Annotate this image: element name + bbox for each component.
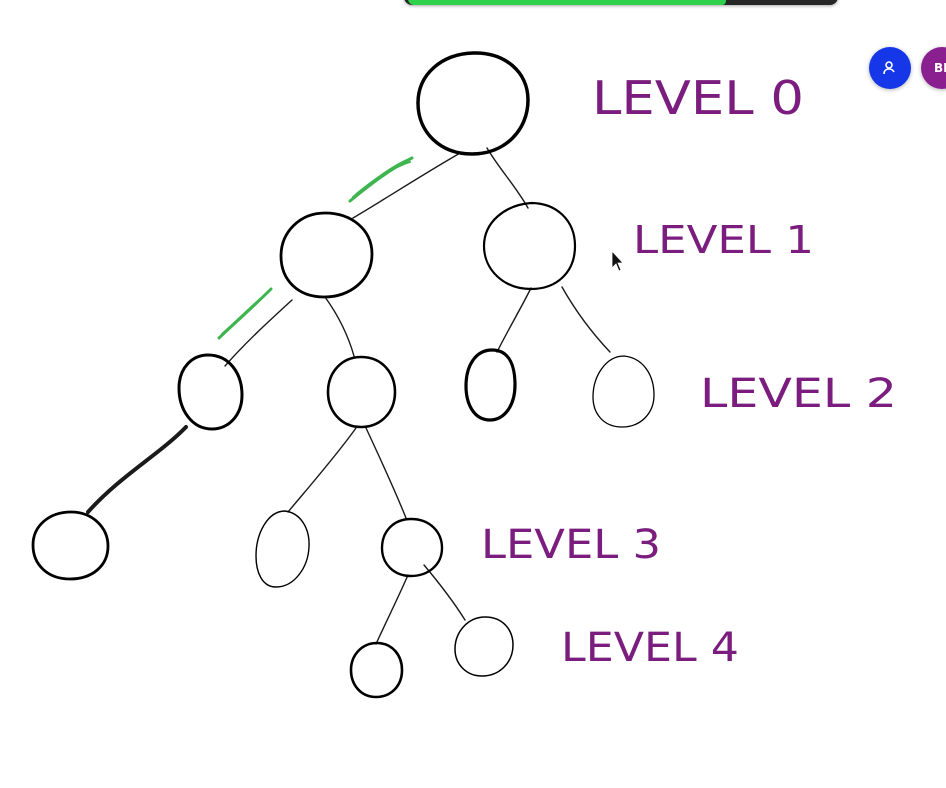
- edge-3c-4a: [375, 574, 409, 645]
- level-label-0: LEVEL 0: [592, 71, 804, 125]
- tree-node-level-0: [416, 51, 530, 156]
- mouse-cursor-icon: [611, 249, 624, 272]
- tree-node-level-4-b: [454, 616, 514, 677]
- edge-0-1b: [486, 147, 529, 209]
- edge-1a-2b: [324, 296, 355, 357]
- edge-1b-2d: [561, 286, 611, 353]
- tree-node-level-2-c: [464, 348, 517, 422]
- tree-node-level-4-a: [349, 641, 404, 699]
- tree-node-level-3-c: [380, 517, 444, 578]
- traversal-highlight: [217, 156, 414, 340]
- edge-2b-3c: [365, 427, 407, 519]
- tree-node-level-3-a: [31, 510, 110, 581]
- tree-node-level-1-b: [482, 201, 577, 291]
- tree-node-level-2-a: [177, 353, 244, 431]
- level-label-4: LEVEL 4: [561, 625, 739, 671]
- tree-node-level-1-a: [279, 211, 374, 299]
- recording-progress-bar: [404, 0, 838, 5]
- edge-3c-4b: [423, 564, 466, 621]
- tree-node-level-3-b: [255, 510, 310, 588]
- tree-node-level-2-b: [326, 355, 397, 429]
- level-label-1: LEVEL 1: [633, 218, 814, 262]
- tree-node-level-2-d: [592, 355, 655, 428]
- edge-0-1a: [352, 151, 463, 219]
- user-icon: [883, 61, 895, 75]
- avatar-initials-text: BI: [934, 61, 946, 75]
- recording-progress-fill: [408, 0, 726, 5]
- edge-1b-2c: [496, 287, 532, 353]
- participant-avatar-user[interactable]: [869, 47, 911, 89]
- edge-2b-3b: [287, 427, 357, 513]
- edge-1a-2a: [224, 299, 293, 367]
- level-label-3: LEVEL 3: [481, 522, 661, 568]
- level-label-2: LEVEL 2: [700, 371, 897, 417]
- edge-2a-3a: [86, 425, 188, 514]
